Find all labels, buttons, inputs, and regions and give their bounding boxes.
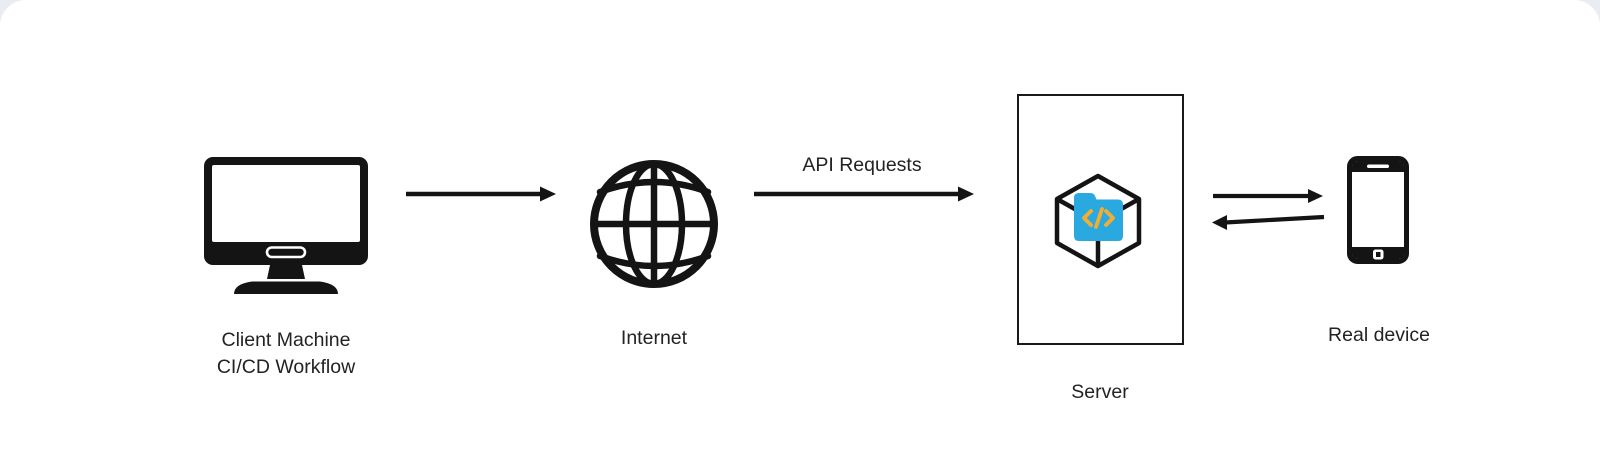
smartphone-icon	[1347, 156, 1409, 264]
globe-icon	[588, 158, 720, 290]
api-requests-label: API Requests	[802, 154, 922, 176]
arrow-internet-to-server	[753, 184, 975, 204]
client-machine-label-line1: Client Machine	[221, 329, 351, 351]
client-machine-label-line2: CI/CD Workflow	[216, 356, 356, 378]
monitor-icon	[204, 157, 368, 295]
arrow-client-to-internet	[405, 184, 557, 204]
real-device-label: Real device	[1328, 324, 1430, 346]
client-machine-label: Client Machine CI/CD Workflow	[166, 327, 406, 381]
code-folder-cube-icon	[1054, 172, 1142, 270]
internet-label: Internet	[620, 327, 688, 349]
server-label: Server	[1071, 381, 1129, 403]
arrow-server-to-device	[1212, 187, 1324, 205]
arrow-device-to-server	[1210, 212, 1325, 232]
